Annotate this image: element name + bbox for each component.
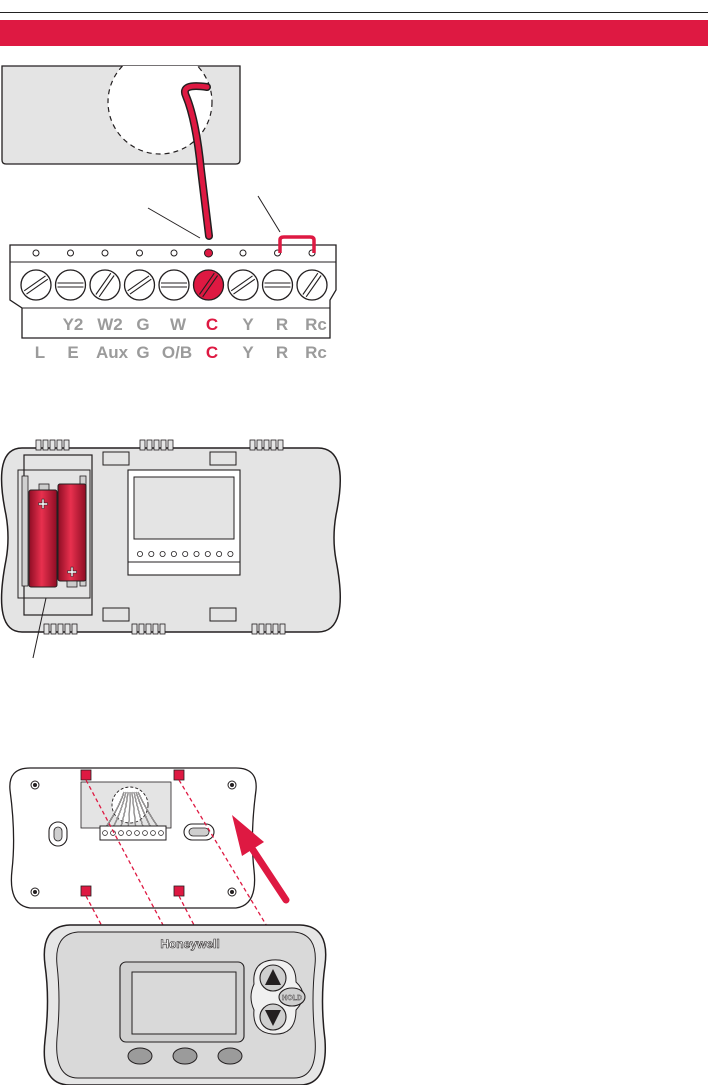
terminal-label-bottom: C bbox=[206, 343, 218, 362]
down-arrow-icon bbox=[265, 1010, 281, 1026]
terminal-label-bottom: O/B bbox=[162, 343, 192, 362]
alignment-lines bbox=[85, 779, 269, 931]
terminal-label-top: Rc bbox=[305, 315, 327, 334]
terminal-screws bbox=[20, 269, 328, 301]
mounting-diagram: Honeywell HOLD bbox=[9, 767, 327, 1085]
terminal-screw bbox=[261, 269, 294, 301]
jumper-wire bbox=[278, 235, 316, 253]
lcd-screen bbox=[131, 971, 237, 1035]
battery-icon: + bbox=[57, 483, 87, 588]
terminal-hole bbox=[32, 249, 40, 257]
wallplate-terminal-strip bbox=[99, 825, 167, 841]
terminal-screw bbox=[20, 269, 52, 301]
up-button[interactable] bbox=[259, 964, 287, 992]
up-arrow-icon bbox=[265, 969, 281, 985]
terminal-hole bbox=[136, 249, 143, 257]
terminal-hole bbox=[204, 248, 213, 258]
top-rule bbox=[0, 12, 708, 13]
terminal-label-top: G bbox=[136, 315, 149, 334]
down-button[interactable] bbox=[259, 1003, 287, 1031]
terminal-screw bbox=[227, 269, 259, 301]
mounting-tab bbox=[80, 769, 92, 781]
terminal-hole bbox=[239, 249, 247, 257]
terminal-label-bottom: R bbox=[276, 343, 288, 362]
terminal-hole bbox=[101, 249, 109, 257]
terminal-screw bbox=[89, 269, 121, 301]
terminal-screw bbox=[54, 269, 87, 301]
terminal-screw bbox=[192, 269, 225, 301]
terminal-screw bbox=[123, 269, 156, 301]
terminal-screw bbox=[296, 269, 328, 301]
terminal-label-top: R bbox=[276, 315, 288, 334]
terminal-label-top: Y2 bbox=[63, 315, 84, 334]
terminal-label-bottom: E bbox=[67, 343, 78, 362]
terminal-label-bottom: Y bbox=[242, 343, 254, 362]
soft-key-button[interactable] bbox=[172, 1047, 198, 1065]
terminal-label-bottom: L bbox=[35, 343, 45, 362]
soft-key-button[interactable] bbox=[217, 1047, 243, 1065]
terminal-label-bottom: Rc bbox=[305, 343, 327, 362]
terminal-hole bbox=[170, 249, 178, 257]
wire-hole bbox=[107, 66, 213, 155]
housing-tabs bbox=[35, 439, 286, 635]
leader-line-c bbox=[147, 207, 201, 239]
direction-arrow-icon bbox=[232, 815, 290, 904]
svg-text:+: + bbox=[67, 562, 78, 582]
display-window bbox=[133, 476, 235, 540]
mounting-tab bbox=[173, 769, 185, 781]
terminal-screw bbox=[158, 269, 190, 301]
terminal-label-bottom: G bbox=[136, 343, 149, 362]
battery-icon: + bbox=[28, 483, 58, 588]
mounting-tab bbox=[80, 885, 92, 897]
leader-line-battery bbox=[32, 597, 47, 659]
hold-button-label: HOLD bbox=[282, 995, 302, 1002]
terminal-label-top: C bbox=[206, 315, 218, 334]
soft-key-button[interactable] bbox=[127, 1047, 153, 1065]
connector-pins bbox=[136, 551, 234, 558]
section-header-band bbox=[0, 20, 708, 46]
brand-logo: Honeywell bbox=[160, 937, 219, 951]
hold-button[interactable]: HOLD bbox=[278, 987, 306, 1007]
svg-text:+: + bbox=[38, 494, 49, 514]
thermostat-front: Honeywell HOLD bbox=[43, 924, 327, 1085]
mounting-tab bbox=[173, 885, 185, 897]
leader-line-jumper bbox=[257, 195, 281, 233]
terminal-label-top: W2 bbox=[97, 315, 123, 334]
terminal-hole bbox=[67, 249, 74, 257]
terminal-label-top: Y bbox=[242, 315, 254, 334]
terminal-label-top: W bbox=[170, 315, 187, 334]
terminal-label-bottom: Aux bbox=[96, 343, 129, 362]
battery-diagram: + + bbox=[0, 439, 342, 659]
